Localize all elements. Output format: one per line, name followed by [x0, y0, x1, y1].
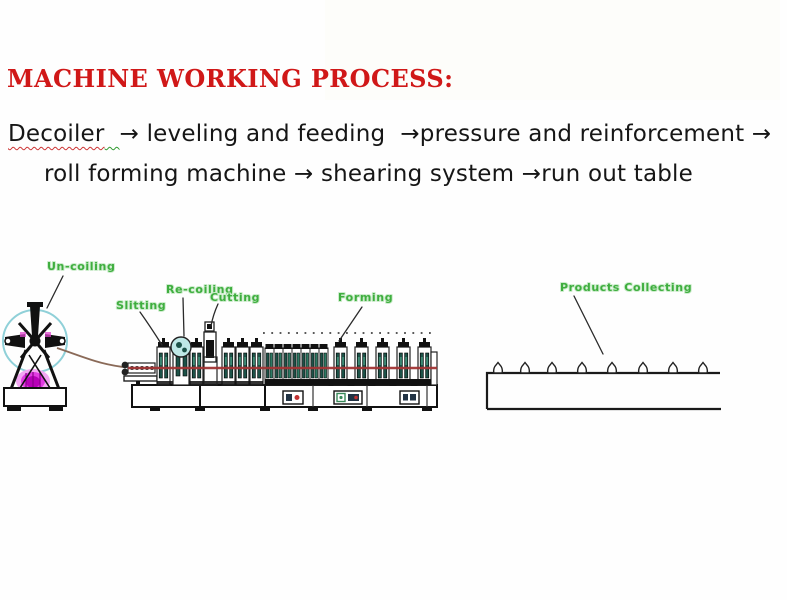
page-background-artifact: [325, 0, 780, 100]
process-flow-line-1-rest: → leveling and feeding →pressure and rei…: [119, 121, 772, 147]
re-coiler: [170, 336, 192, 386]
run-out-table: [485, 361, 721, 411]
machine-process-diagram: Un-coiling Slitting Re-coiling Cutting F…: [2, 259, 721, 411]
leader-line-slitting: [139, 311, 163, 346]
table-roller: [519, 361, 531, 374]
table-roller: [697, 361, 709, 374]
decoiler-mandrel: [4, 302, 66, 359]
label-cutting: Cutting: [210, 291, 260, 304]
leader-line-cutting: [210, 303, 219, 327]
page-title: MACHINE WORKING PROCESS:: [7, 64, 454, 93]
table-roller: [546, 361, 558, 374]
decoiler-group: [2, 302, 68, 411]
control-box: [333, 390, 363, 405]
control-box: [282, 390, 304, 405]
decoiler-base: [3, 387, 67, 407]
label-re-coiling: Re-coiling: [166, 283, 234, 296]
leader-line-un-coiling: [46, 275, 64, 309]
table-roller: [576, 361, 588, 374]
leader-line-re-coiling: [182, 297, 185, 337]
table-roller: [637, 361, 649, 374]
spellcheck-gap: [105, 121, 120, 147]
leader-line-forming: [338, 306, 363, 342]
slitting-section: [156, 337, 264, 386]
control-box: [399, 390, 420, 405]
decoiler-frame: [9, 349, 61, 390]
forming-section: [264, 337, 438, 386]
decoiler-foot: [7, 406, 21, 411]
label-products-collecting: Products Collecting: [560, 281, 692, 294]
leveling-unit: [121, 361, 158, 386]
process-flow-line-2: roll forming machine → shearing system →…: [44, 161, 693, 187]
label-forming: Forming: [338, 291, 393, 304]
label-un-coiling: Un-coiling: [47, 260, 115, 273]
cutting-tower: [203, 321, 218, 386]
table-roller: [606, 361, 618, 374]
strip-curve: [56, 347, 124, 368]
process-flow-line-1: Decoiler → leveling and feeding →pressur…: [8, 121, 771, 147]
table-roller: [492, 361, 504, 374]
label-slitting: Slitting: [116, 299, 166, 312]
process-step-decoiler: Decoiler: [8, 121, 105, 147]
leader-line-products-collecting: [573, 295, 604, 355]
table-roller: [667, 361, 679, 374]
decoiler-foot: [49, 406, 63, 411]
